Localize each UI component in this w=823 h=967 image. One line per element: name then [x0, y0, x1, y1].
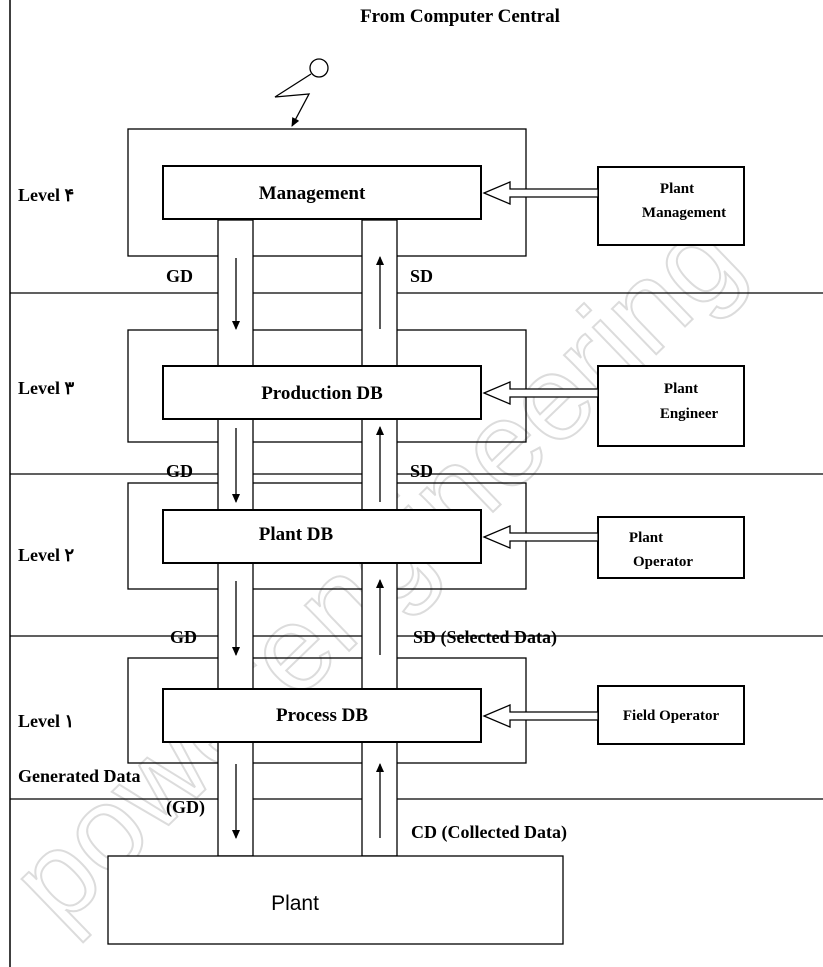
level-1-frame: [127, 657, 527, 764]
gd-abbrev-label: (GD): [166, 797, 205, 818]
production-db-box: [162, 365, 482, 420]
plant-operator-label-1: Plant: [629, 530, 663, 546]
process-db-box-label: Process DB: [276, 705, 368, 726]
plant-box-label: Plant: [271, 892, 319, 915]
plant-db-box-label: Plant DB: [259, 524, 334, 545]
comm-link-zigzag: [274, 73, 312, 127]
sd-label: SD: [410, 461, 433, 481]
gd-label: GD: [170, 627, 197, 647]
actor-arrows: [482, 181, 599, 728]
plant-operator-box: [597, 516, 745, 579]
level-2-label: Level ۲: [18, 545, 74, 565]
diagram-title: From Computer Central: [360, 6, 560, 27]
sd-selected-data-label: SD (Selected Data): [413, 627, 557, 648]
plant-db-box: [162, 509, 482, 564]
gd-label: GD: [166, 461, 193, 481]
plant-engineer-label-2: Engineer: [660, 406, 719, 422]
comm-link-icon: [309, 58, 329, 78]
field-operator-label: Field Operator: [623, 708, 720, 724]
generated-data-label: Generated Data: [18, 766, 140, 786]
plant-box: [107, 855, 564, 945]
field-operator-box: [597, 685, 745, 745]
process-db-box: [162, 688, 482, 743]
plant-management-box: [597, 166, 745, 246]
gd-label: GD: [166, 266, 193, 286]
plant-operator-label-2: Operator: [633, 554, 693, 570]
plant-management-label-2: Management: [642, 205, 726, 221]
level-3-frame: [127, 329, 527, 443]
sd-label: SD: [410, 266, 433, 286]
level-4-label: Level ۴: [18, 185, 74, 205]
level-3-label: Level ۳: [18, 378, 74, 398]
cd-collected-data-label: CD (Collected Data): [411, 822, 567, 843]
management-box-label: Management: [259, 183, 366, 204]
production-db-box-label: Production DB: [261, 383, 383, 404]
level-1-label: Level ۱: [18, 711, 74, 731]
plant-management-label-1: Plant: [660, 181, 694, 197]
plant-engineer-label-1: Plant: [664, 381, 698, 397]
plant-engineer-box: [597, 365, 745, 447]
management-box: [162, 165, 482, 220]
